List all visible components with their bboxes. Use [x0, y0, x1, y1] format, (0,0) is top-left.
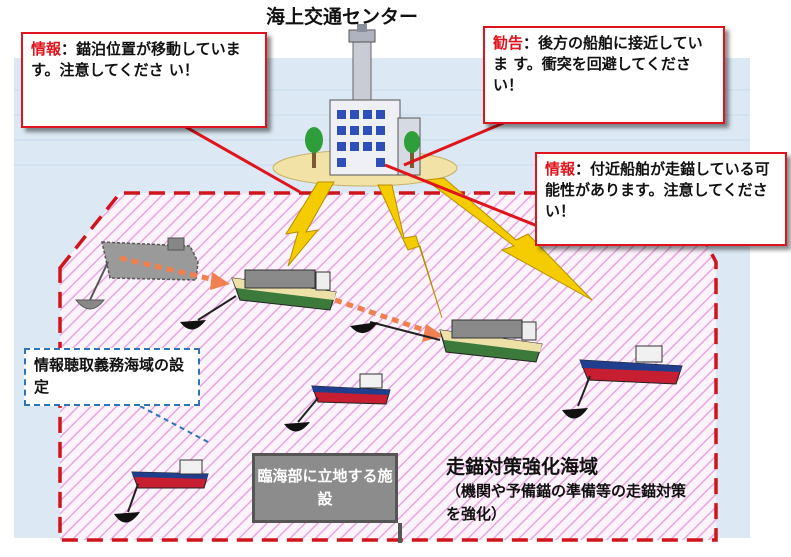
facility-stem: [398, 523, 402, 543]
callout-nearby-dragging: 情報：付近船舶が走錨している可能性があります。注意してくださ い！: [535, 152, 787, 246]
drift-arrow: [119, 255, 216, 283]
coastal-facility-label: 臨海部に立地する施設: [252, 453, 398, 523]
signal-bolt: [424, 177, 593, 301]
callout-tag: 勧告: [493, 34, 524, 52]
tree-icon: [305, 127, 323, 168]
callout-pointer: [403, 114, 521, 167]
callout-text: ：付近船舶が走錨している可能性があります。注意してくださ い！: [545, 160, 770, 220]
callout-anchor-moved: 情報：錨泊位置が移動していま す。注意してくださ い！: [21, 32, 267, 128]
signal-bolts: [284, 177, 593, 319]
drift-arrow-head: [210, 272, 230, 290]
tree-icon: [404, 131, 420, 168]
anchored-ship: [284, 373, 391, 432]
reporting-zone-label: 情報聴取義務海域の設定: [24, 348, 200, 406]
anti-dragging-area: [58, 191, 718, 542]
anchored-ship: [114, 459, 209, 523]
dragging-ship: [180, 269, 337, 330]
callout-pointer: [169, 116, 301, 194]
callout-collision-warning: 勧告：後方の船舶に接近していま す。衝突を回避してくださ い！: [483, 26, 725, 124]
area-note: （機関や予備錨の準備等の走錨対策を強化）: [446, 482, 687, 523]
callout-tag: 情報: [545, 160, 576, 178]
signal-bolt: [284, 181, 335, 267]
drift-arrow: [334, 297, 431, 335]
area-title: 走錨対策強化海域: [446, 456, 599, 478]
callout-text: ：錨泊位置が移動していま す。注意してくださ い！: [31, 40, 241, 79]
signal-bolt: [377, 184, 443, 319]
page-title: 海上交通センター: [266, 6, 419, 28]
anchored-ship: [562, 345, 683, 419]
dragged-ship-ghost: [74, 237, 199, 310]
callout-tag: 情報: [31, 40, 62, 58]
zone-label-pointer: [139, 405, 209, 443]
callout-text: ：後方の船舶に接近していま す。衝突を回避してくださ い！: [493, 34, 703, 94]
callout-pointer: [384, 163, 556, 235]
dragging-ship: [350, 319, 543, 363]
